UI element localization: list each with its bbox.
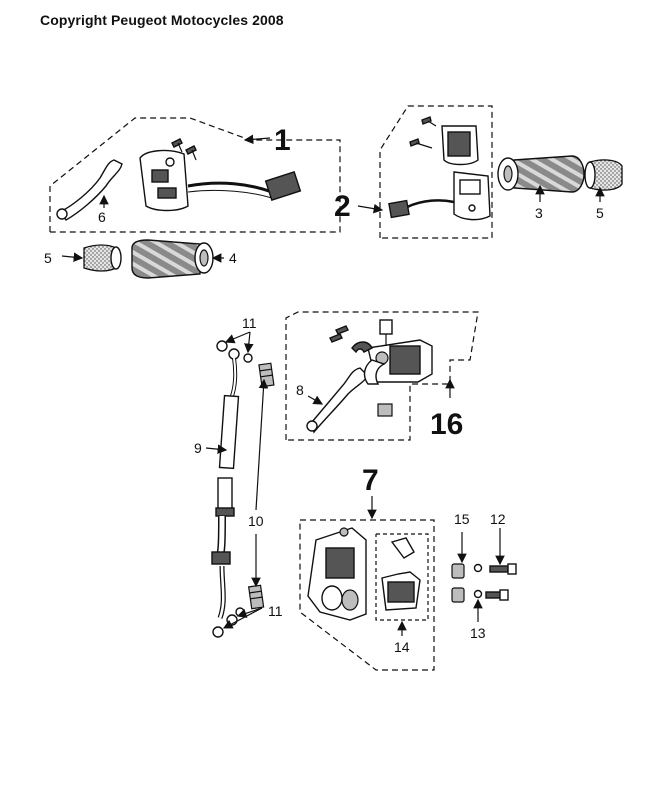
callout-14: 14 — [394, 639, 410, 655]
leader-lines — [61, 134, 605, 636]
callout-15: 15 — [454, 511, 470, 527]
callout-labels: 1 2 3 4 5 5 6 7 8 9 10 11 11 12 13 14 15… — [44, 124, 604, 655]
copyright-notice: Copyright Peugeot Motocycles 2008 — [40, 12, 284, 28]
callout-9: 9 — [194, 440, 202, 456]
right-grip-and-end — [497, 155, 623, 193]
group-1-left-switch-assembly — [49, 117, 341, 233]
callout-5-right: 5 — [596, 205, 604, 221]
callout-16: 16 — [430, 408, 463, 441]
callout-3: 3 — [535, 205, 543, 221]
callout-8: 8 — [296, 382, 304, 398]
callout-1: 1 — [274, 124, 291, 157]
callout-4: 4 — [229, 250, 237, 266]
group-16-master-cylinder — [285, 311, 479, 441]
left-grip-and-end — [83, 239, 214, 279]
callout-2: 2 — [334, 190, 351, 223]
group-2-right-switch-assembly — [379, 105, 493, 239]
callout-11-bottom: 11 — [268, 603, 283, 619]
callout-5-left: 5 — [44, 250, 52, 266]
callout-13: 13 — [470, 625, 486, 641]
small-hardware — [451, 563, 517, 603]
group-7-brake-caliper — [299, 519, 435, 671]
callout-12: 12 — [490, 511, 506, 527]
callout-11-top: 11 — [242, 315, 257, 331]
brake-hose — [211, 340, 275, 638]
callout-6: 6 — [98, 209, 106, 225]
callout-10: 10 — [248, 513, 264, 529]
callout-7: 7 — [362, 464, 379, 497]
